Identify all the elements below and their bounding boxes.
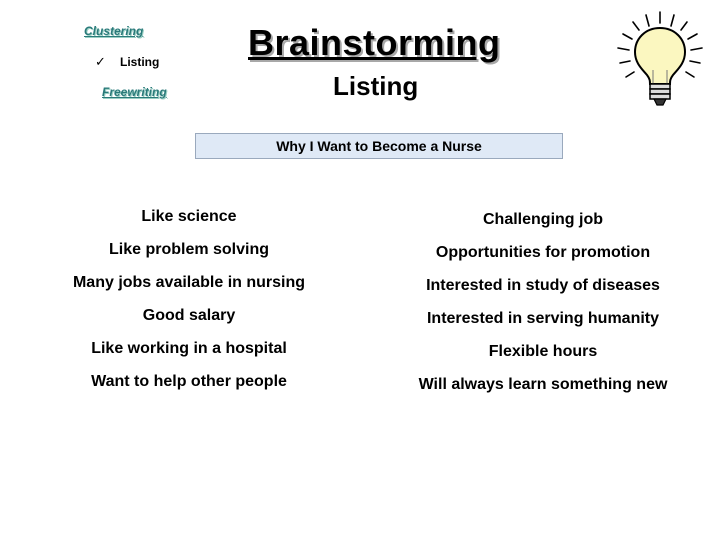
nav-link-freewriting[interactable]: Freewriting [102,85,167,99]
list-item: Flexible hours [488,343,598,360]
left-list: Like science Like problem solving Many j… [54,200,324,398]
lightbulb-icon [612,8,708,110]
list-item: Like problem solving [108,241,270,258]
list-item: Like working in a hospital [91,340,287,357]
right-list: Challenging job Opportunities for promot… [398,203,688,401]
slide-subtitle: Listing [333,71,419,101]
list-item: Interested in study of diseases [426,277,660,294]
topic-box: Why I Want to Become a Nurse [195,133,563,159]
slide-title: Brainstorming [248,22,501,63]
topic-label: Why I Want to Become a Nurse [276,138,482,154]
list-item: Want to help other people [91,373,287,390]
list-item: Challenging job [483,211,603,228]
list-item: Many jobs available in nursing [72,274,306,291]
list-item: Good salary [142,307,236,324]
list-item: Interested in serving humanity [426,310,660,327]
list-item: Opportunities for promotion [435,244,651,261]
nav-link-clustering[interactable]: Clustering [84,24,144,38]
check-icon: ✓ [95,54,106,69]
list-item: Like science [141,208,237,225]
nav-item-listing[interactable]: Listing [120,55,160,69]
list-item: Will always learn something new [418,376,668,393]
